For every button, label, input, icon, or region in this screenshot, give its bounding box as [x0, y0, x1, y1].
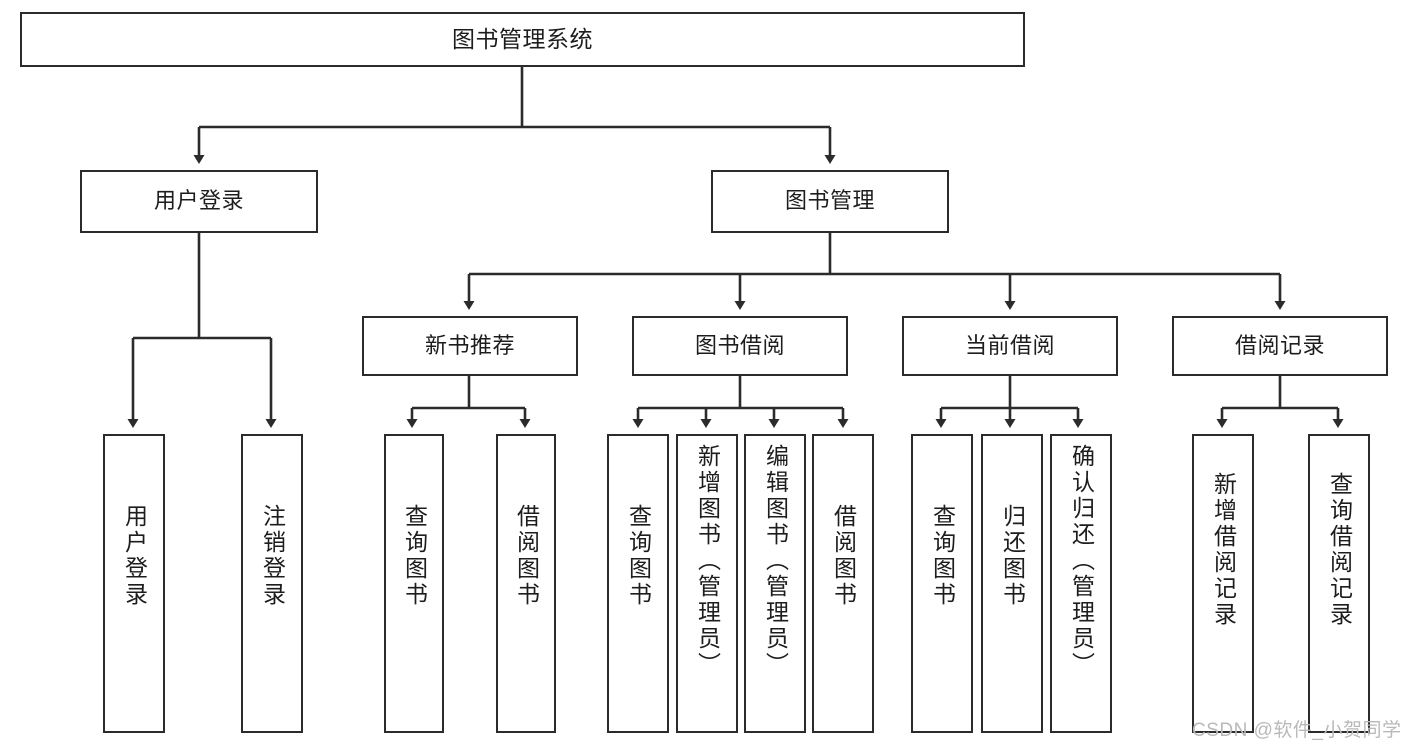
leaf-new-book-borrow-book[interactable]: 借阅图书: [496, 434, 556, 733]
node-label: 查询借阅记录: [1326, 472, 1353, 628]
node-label: 借阅图书: [830, 504, 857, 608]
leaf-borrow-record-query-record[interactable]: 查询借阅记录: [1308, 434, 1370, 733]
node-label: 图书借阅: [694, 332, 785, 358]
node-label: 查询图书: [625, 504, 652, 608]
node-label: 新书推荐: [424, 332, 515, 358]
leaf-new-book-query-book[interactable]: 查询图书: [384, 434, 444, 733]
leaf-borrow-record-add-record[interactable]: 新增借阅记录: [1192, 434, 1254, 733]
node-label: 归还图书: [999, 504, 1026, 608]
node-label: 查询图书: [401, 504, 428, 608]
node-label: 借阅图书: [513, 504, 540, 608]
leaf-current-borrow-confirm-return-admin[interactable]: 确认归还（管理员）: [1050, 434, 1112, 733]
node-label: 注销登录: [259, 504, 286, 608]
node-label: 图书管理系统: [452, 25, 593, 52]
leaf-book-borrow-borrow-book[interactable]: 借阅图书: [812, 434, 874, 733]
watermark-csdn: CSDN @软件_小贺同学: [1192, 720, 1402, 741]
leaf-user-login-login[interactable]: 用户登录: [103, 434, 165, 733]
node-new-book-recommend[interactable]: 新书推荐: [362, 316, 578, 376]
node-label: 确认归还（管理员）: [1068, 444, 1095, 678]
node-user-login[interactable]: 用户登录: [80, 170, 318, 233]
leaf-current-borrow-return-book[interactable]: 归还图书: [981, 434, 1043, 733]
node-book-management[interactable]: 图书管理: [711, 170, 949, 233]
node-label: 新增图书（管理员）: [694, 444, 721, 678]
node-label: 用户登录: [121, 504, 148, 608]
leaf-book-borrow-query-book[interactable]: 查询图书: [607, 434, 669, 733]
node-label: 借阅记录: [1234, 332, 1325, 358]
node-label: 图书管理: [784, 188, 875, 214]
node-label: 新增借阅记录: [1210, 472, 1237, 628]
node-borrow-record[interactable]: 借阅记录: [1172, 316, 1388, 376]
leaf-book-borrow-add-book-admin[interactable]: 新增图书（管理员）: [676, 434, 738, 733]
node-label: 用户登录: [153, 188, 244, 214]
node-root-book-management-system[interactable]: 图书管理系统: [20, 12, 1025, 67]
node-label: 编辑图书（管理员）: [762, 444, 789, 678]
leaf-user-login-logout[interactable]: 注销登录: [241, 434, 303, 733]
node-current-borrow[interactable]: 当前借阅: [902, 316, 1118, 376]
leaf-book-borrow-edit-book-admin[interactable]: 编辑图书（管理员）: [744, 434, 806, 733]
node-label: 查询图书: [929, 504, 956, 608]
leaf-current-borrow-query-book[interactable]: 查询图书: [911, 434, 973, 733]
node-book-borrow[interactable]: 图书借阅: [632, 316, 848, 376]
node-label: 当前借阅: [964, 332, 1055, 358]
